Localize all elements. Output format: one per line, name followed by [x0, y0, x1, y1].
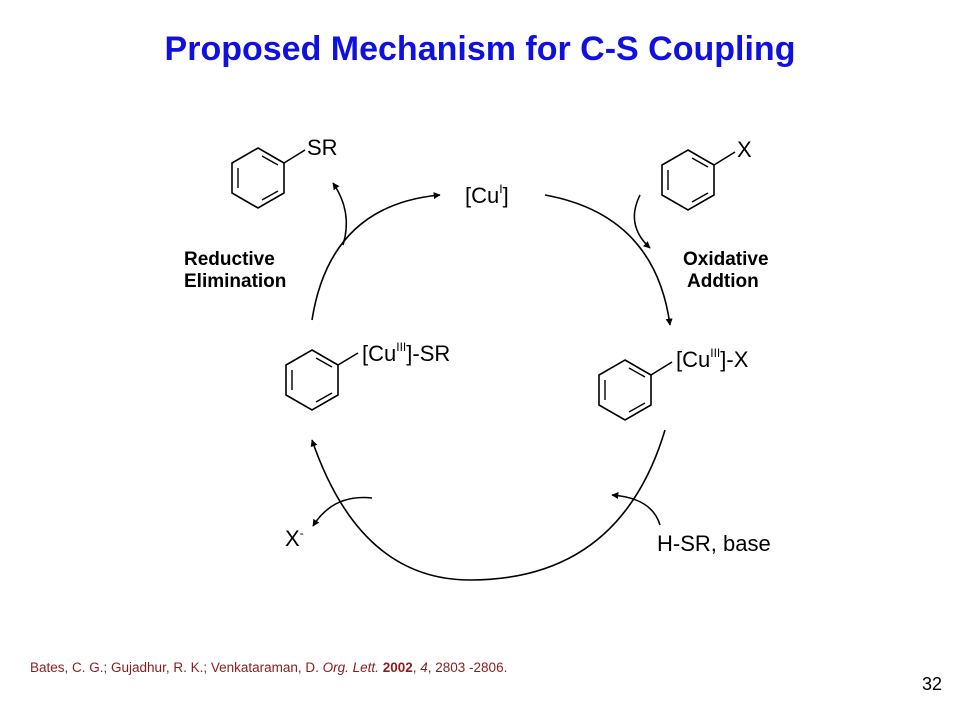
- citation-pages: , 2803 -2806.: [427, 660, 508, 675]
- byproduct-exit-arrow: [312, 496, 373, 527]
- page-number: 32: [921, 674, 942, 694]
- citation: Bates, C. G.; Gujadhur, R. K.; Venkatara…: [30, 660, 508, 675]
- cycle-arc-top-left: [311, 192, 441, 321]
- product-substituent-label: SR: [307, 135, 338, 160]
- oxidative-intermediate-benzene-ring: [598, 359, 652, 421]
- citation-authors: Bates, C. G.; Gujadhur, R. K.; Venkatara…: [30, 660, 323, 675]
- citation-journal: Org. Lett.: [322, 660, 379, 675]
- thiolate-intermediate-benzene-ring: [285, 349, 339, 411]
- reagent-entry-arrow: [611, 491, 661, 526]
- reductive-elimination-label-line2: Elimination: [184, 271, 286, 292]
- cycle-arc-bottom: [310, 429, 666, 581]
- citation-year: 2002: [382, 660, 413, 675]
- reductive-elimination-label-line1: Reductive: [184, 249, 275, 270]
- oxidative-addition-label-line1: Oxidative: [683, 249, 769, 270]
- byproduct-label: X-: [285, 526, 304, 551]
- cycle-arc-top-right: [544, 194, 673, 326]
- slide-title: Proposed Mechanism for C-S Coupling: [164, 30, 796, 68]
- catalyst-label: [CuI]: [465, 182, 509, 208]
- substrate-substituent-label: X: [737, 137, 752, 162]
- substrate-entry-arrow: [633, 194, 651, 249]
- product-benzene-ring: [231, 147, 285, 209]
- product-exit-arrow: [332, 182, 348, 246]
- reagent-label: H-SR, base: [657, 531, 771, 556]
- thiolate-intermediate-label: [CuIII]-SR: [362, 340, 450, 366]
- oxidative-intermediate-label: [CuIII]-X: [676, 346, 749, 372]
- oxidative-addition-label-line2: Addtion: [687, 271, 759, 292]
- citation-volume: 4: [420, 660, 428, 675]
- substrate-benzene-ring: [661, 149, 715, 211]
